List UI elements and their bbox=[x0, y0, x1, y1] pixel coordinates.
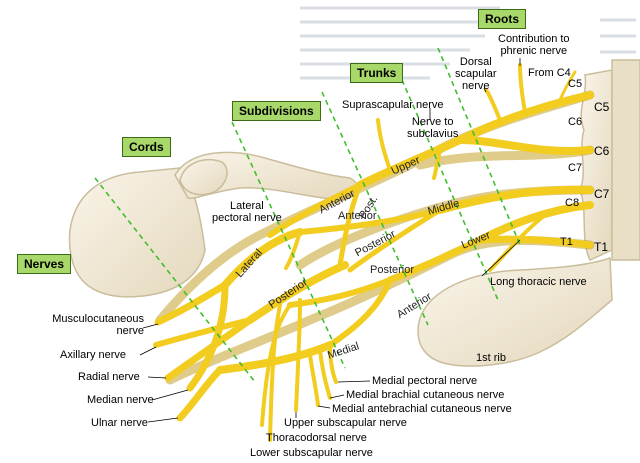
label-nerve-to-subclavius: Nerve to subclavius bbox=[407, 116, 458, 140]
label-dorsal-scapular-line1: Dorsal bbox=[459, 56, 492, 68]
label-nerve-to-subclavius-line2: subclavius bbox=[407, 128, 459, 140]
label-radial: Radial nerve bbox=[78, 371, 140, 383]
label-thoracodorsal: Thoracodorsal nerve bbox=[266, 432, 367, 444]
division-label-posterior-lower: Posterior bbox=[370, 264, 415, 276]
label-median: Median nerve bbox=[87, 394, 154, 406]
scapula-bone bbox=[68, 167, 206, 298]
label-dorsal-scapular-line3: nerve bbox=[462, 80, 490, 92]
acromion-bone bbox=[179, 159, 228, 196]
root-label-c4: From C4 bbox=[528, 67, 571, 79]
label-dorsal-scapular-line2: scapular bbox=[455, 68, 497, 80]
bones bbox=[68, 59, 640, 367]
label-medial-brachial-cutaneous: Medial brachial cutaneous nerve bbox=[346, 389, 505, 401]
root-label-t1: T1 bbox=[594, 240, 609, 254]
label-axillary: Axillary nerve bbox=[60, 349, 127, 361]
header-trunks: Trunks bbox=[350, 63, 404, 83]
label-musculocutaneous: Musculocutaneous nerve bbox=[18, 313, 144, 337]
label-contribution-phrenic: Contribution to phrenic nerve bbox=[498, 33, 570, 57]
division-label-anterior-middle: Anterior bbox=[338, 210, 377, 222]
header-nerves: Nerves bbox=[17, 254, 72, 274]
label-first-rib: 1st rib bbox=[476, 352, 506, 364]
root-label-c7-small: C7 bbox=[568, 162, 583, 174]
label-nerve-to-subclavius-line1: Nerve to bbox=[411, 116, 454, 128]
root-label-t1-small: T1 bbox=[560, 236, 573, 248]
label-medial-pectoral: Medial pectoral nerve bbox=[372, 375, 478, 387]
root-label-c5-small: C5 bbox=[568, 78, 583, 90]
label-musculocutaneous-line1: Musculocutaneous bbox=[52, 313, 144, 325]
region-guide-lines bbox=[94, 47, 521, 383]
root-label-c7: C7 bbox=[594, 187, 610, 201]
label-suprascapular: Suprascapular nerve bbox=[342, 99, 444, 111]
first-rib-bone bbox=[417, 256, 613, 367]
label-contribution-phrenic-line1: Contribution to bbox=[498, 33, 570, 45]
label-contribution-phrenic-line2: phrenic nerve bbox=[500, 45, 568, 57]
root-label-c6-small: C6 bbox=[568, 116, 583, 128]
root-label-c5: C5 bbox=[594, 100, 610, 114]
root-label-c8-small: C8 bbox=[565, 197, 580, 209]
label-ulnar: Ulnar nerve bbox=[91, 417, 148, 429]
header-subdivisions: Subdivisions bbox=[232, 101, 321, 121]
header-cords: Cords bbox=[122, 137, 171, 157]
leader-lines bbox=[139, 58, 521, 423]
label-long-thoracic: Long thoracic nerve bbox=[490, 276, 587, 288]
header-roots: Roots bbox=[478, 9, 526, 29]
label-medial-antebrachial-cutaneous: Medial antebrachial cutaneous nerve bbox=[332, 403, 512, 415]
label-lateral-pectoral-line1: Lateral bbox=[230, 200, 264, 212]
label-lateral-pectoral: Lateral pectoral nerve bbox=[212, 200, 282, 224]
label-musculocutaneous-line2: nerve bbox=[116, 325, 144, 337]
root-label-c6: C6 bbox=[594, 144, 610, 158]
label-lower-subscapular: Lower subscapular nerve bbox=[250, 447, 373, 459]
label-dorsal-scapular: Dorsal scapular nerve bbox=[455, 56, 497, 92]
label-upper-subscapular: Upper subscapular nerve bbox=[284, 417, 407, 429]
label-lateral-pectoral-line2: pectoral nerve bbox=[212, 212, 282, 224]
